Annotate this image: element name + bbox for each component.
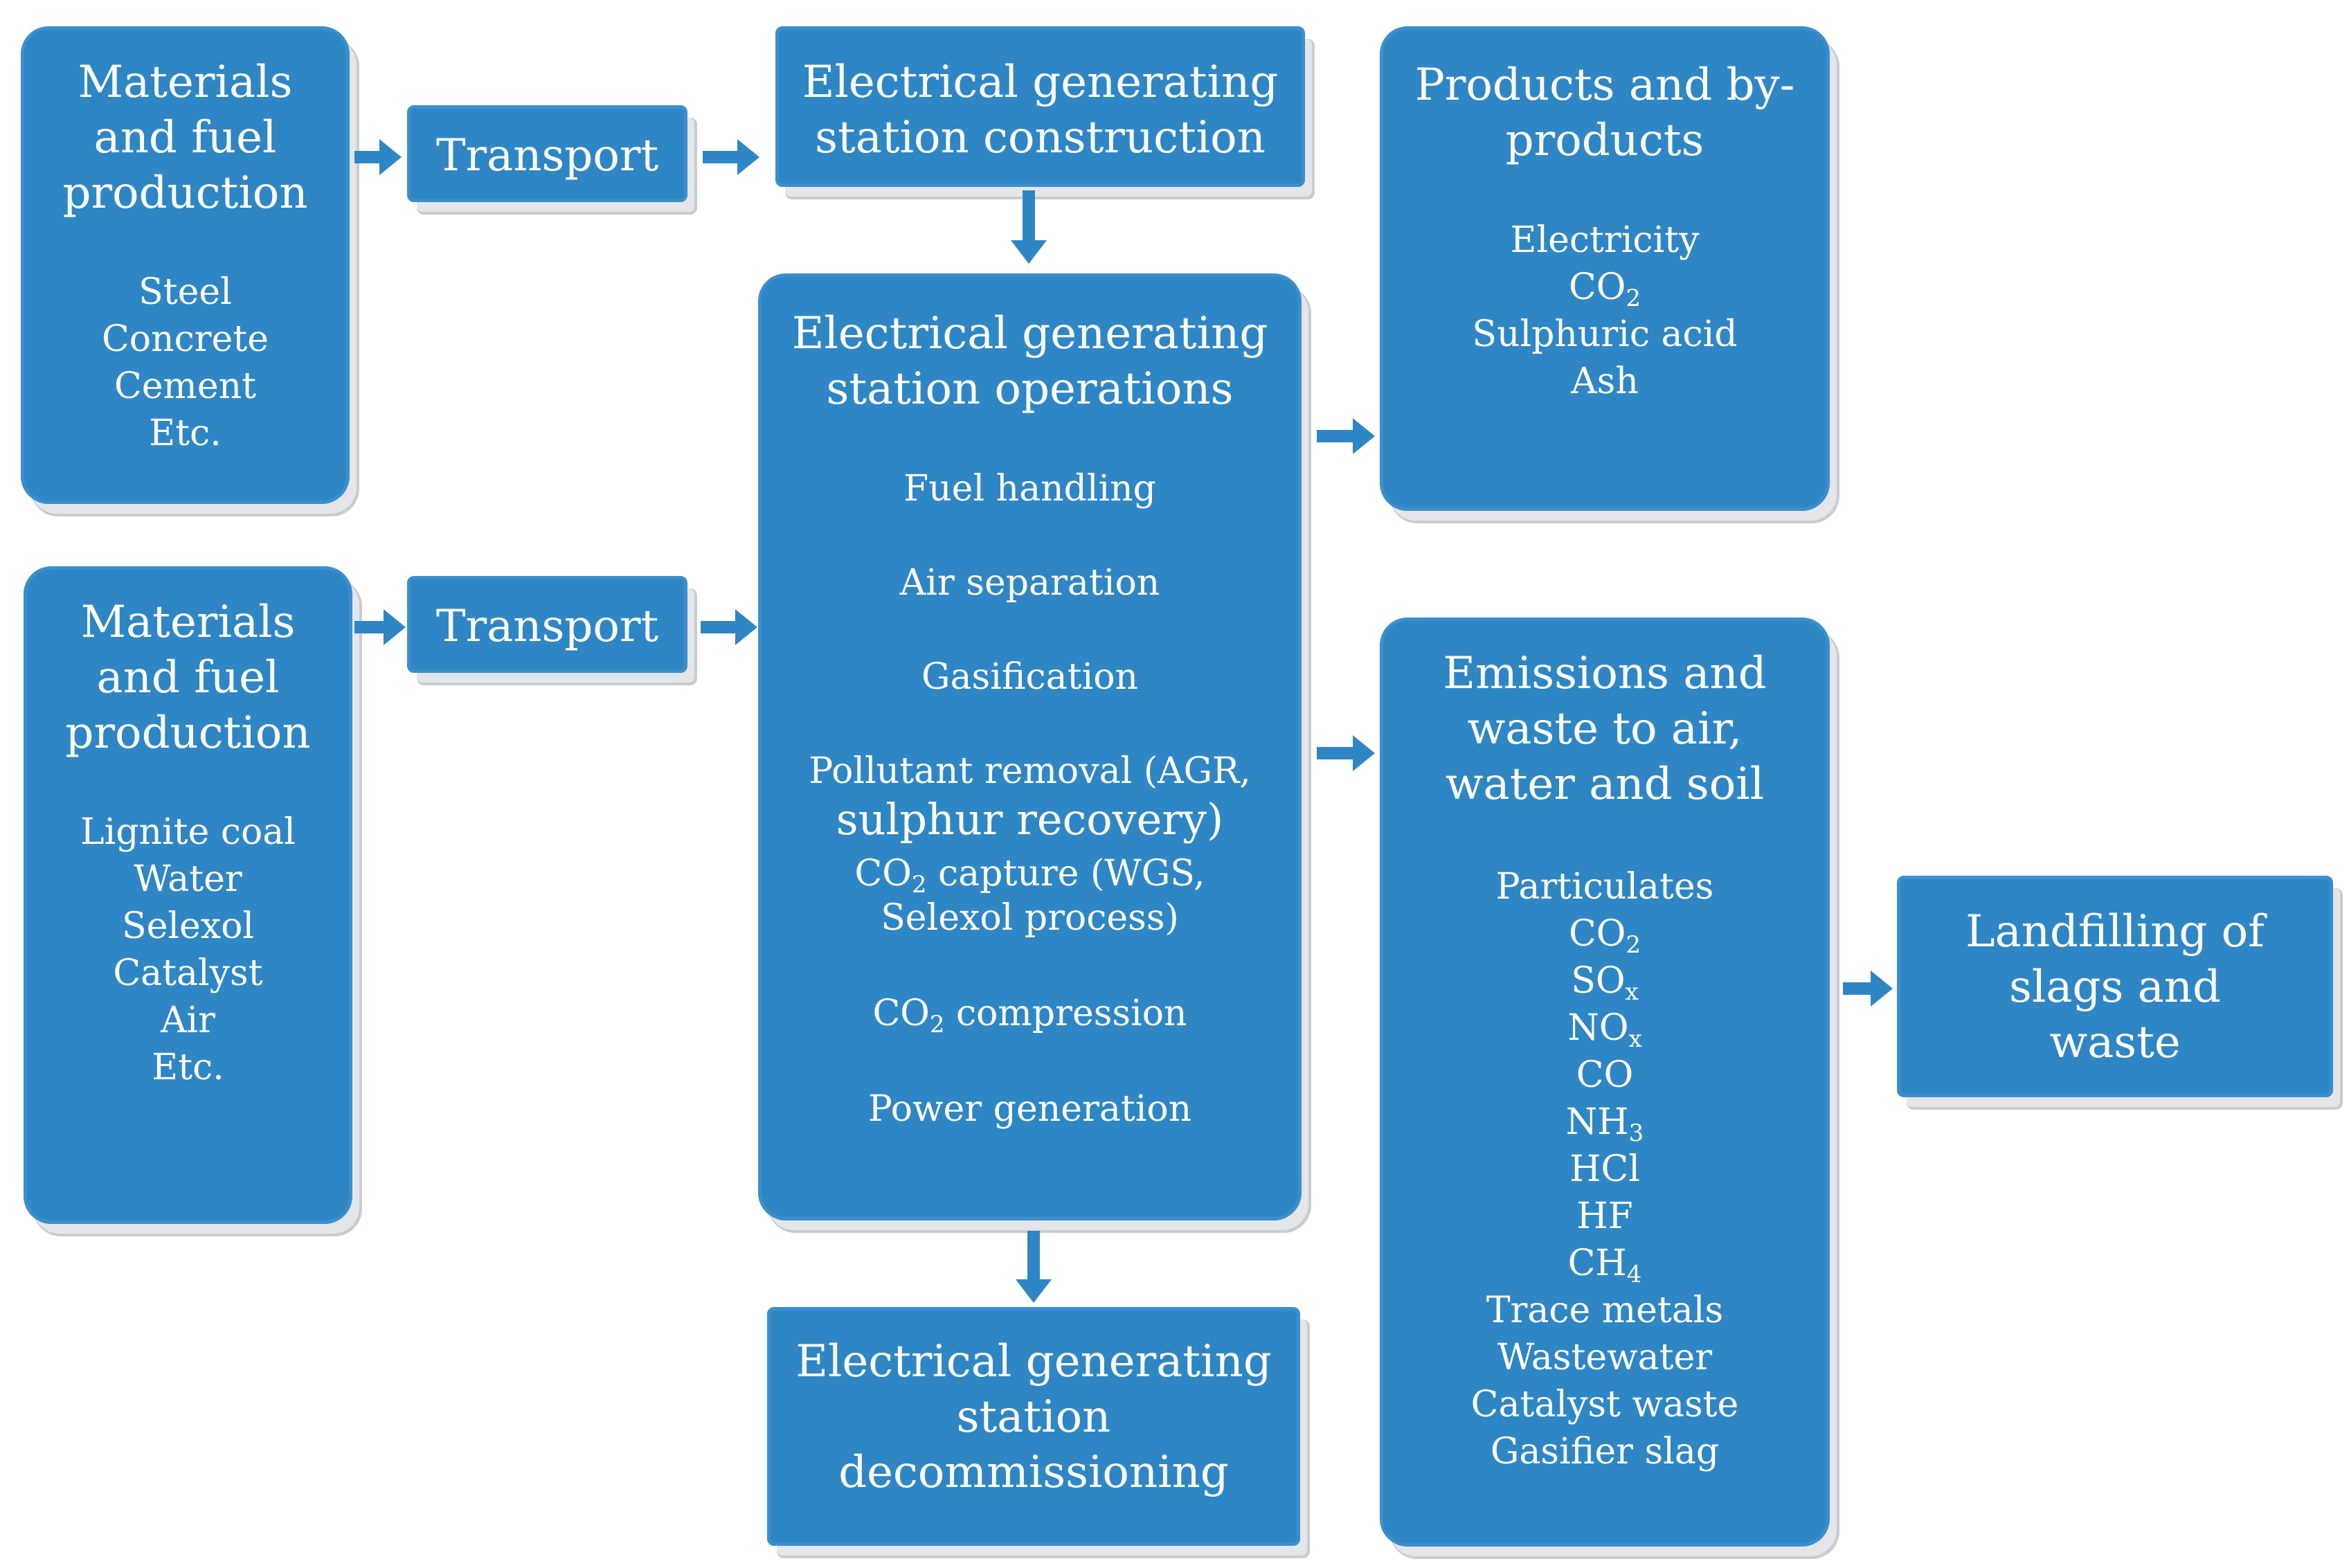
emissions-box: Emissions and waste to air, water and so…	[1380, 618, 1830, 1547]
list-item: CO	[1576, 1054, 1634, 1096]
products-title: Products and by- products	[1383, 57, 1826, 168]
arrow-right-icon	[1843, 971, 1893, 1007]
materials-top-box: Materials and fuel production Steel Conc…	[21, 26, 350, 504]
list-item: HF	[1576, 1196, 1633, 1237]
construction-box: Electrical generating station constructi…	[775, 26, 1305, 187]
landfilling-box: Landfilling of slags and waste	[1897, 876, 2333, 1097]
arrow-right-icon	[1317, 418, 1375, 454]
title-line: station operations	[826, 363, 1234, 415]
list-item: Ash	[1571, 361, 1639, 402]
list-item: Steel	[138, 271, 232, 313]
products-items: Electricity CO2 Sulphuric acid Ash	[1383, 217, 1826, 405]
list-item: Sulphuric acid	[1472, 314, 1738, 355]
operations-box: Electrical generating station operations…	[758, 273, 1302, 1220]
operation-item: Gasification	[921, 656, 1138, 698]
operation-item: sulphur recovery)	[836, 794, 1224, 845]
list-item: SOx	[1571, 960, 1639, 1006]
transport-top-box: Transport	[407, 105, 687, 202]
list-item: Catalyst waste	[1470, 1384, 1739, 1425]
landfilling-title: Landfilling of slags and waste	[1900, 904, 2330, 1070]
title-line: Materials	[78, 57, 293, 108]
title-line: products	[1505, 115, 1704, 166]
decommissioning-title: Electrical generating station decommissi…	[771, 1334, 1297, 1500]
title-line: Emissions and	[1443, 648, 1767, 699]
list-item: Water	[134, 858, 242, 900]
title-line: slags and	[2009, 962, 2221, 1013]
materials-bottom-box: Materials and fuel production Lignite co…	[24, 566, 352, 1224]
list-item: Selexol	[121, 905, 255, 947]
operation-item: Fuel handling	[903, 468, 1156, 510]
operation-item: CO2 compression	[872, 993, 1187, 1038]
title-line: station	[956, 1391, 1111, 1443]
operation-item: Selexol process)	[881, 897, 1179, 939]
list-item: NH3	[1565, 1101, 1644, 1147]
list-item: Concrete	[101, 318, 269, 360]
transport-bottom-label: Transport	[435, 601, 659, 652]
list-item: Air	[160, 1000, 216, 1041]
title-line: Products and by-	[1414, 60, 1795, 111]
operation-item: Pollutant removal (AGR,	[809, 750, 1251, 792]
title-line: Electrical generating	[795, 1336, 1272, 1387]
emissions-title: Emissions and waste to air, water and so…	[1383, 646, 1826, 812]
arrow-down-icon	[1016, 1231, 1052, 1303]
arrow-right-icon	[701, 609, 757, 645]
operations-title: Electrical generating station operations	[762, 306, 1298, 417]
operation-item: Air separation	[899, 562, 1160, 604]
arrow-down-icon	[1011, 190, 1047, 264]
arrow-right-icon	[354, 609, 406, 645]
title-line: waste to air,	[1467, 703, 1743, 755]
title-line: station construction	[815, 112, 1266, 163]
decommissioning-box: Electrical generating station decommissi…	[767, 1307, 1300, 1546]
list-item: CO2	[1568, 913, 1641, 959]
list-item: HCl	[1569, 1148, 1640, 1190]
products-box: Products and by- products Electricity CO…	[1380, 26, 1830, 511]
list-item: Lignite coal	[80, 811, 296, 853]
construction-title: Electrical generating station constructi…	[779, 55, 1302, 165]
title-line: decommissioning	[838, 1447, 1229, 1498]
title-line: Electrical generating	[791, 308, 1268, 359]
materials-top-title: Materials and fuel production	[24, 55, 346, 221]
title-line: water and soil	[1445, 759, 1765, 810]
list-item: Etc.	[149, 413, 222, 454]
list-item: NOx	[1567, 1007, 1642, 1053]
arrow-right-icon	[1317, 735, 1375, 771]
arrow-right-icon	[703, 139, 759, 175]
title-line: Materials	[80, 597, 296, 648]
title-line: Electrical generating	[802, 57, 1279, 108]
title-line: and fuel	[96, 652, 280, 703]
operation-item: CO2 capture (WGS,	[854, 853, 1205, 899]
transport-top-label: Transport	[435, 130, 659, 181]
list-item: Cement	[114, 366, 257, 407]
title-line: production	[65, 708, 311, 759]
transport-bottom-box: Transport	[407, 576, 687, 673]
list-item: Etc.	[152, 1047, 224, 1088]
title-line: and fuel	[93, 112, 277, 163]
title-line: production	[62, 168, 308, 219]
list-item: Electricity	[1510, 219, 1700, 261]
list-item: CH4	[1567, 1243, 1642, 1288]
list-item: Catalyst	[113, 953, 263, 994]
materials-bottom-title: Materials and fuel production	[27, 595, 349, 761]
list-item: Wastewater	[1497, 1337, 1713, 1378]
arrow-right-icon	[354, 139, 402, 175]
list-item: Trace metals	[1486, 1290, 1724, 1331]
list-item: Gasifier slag	[1490, 1431, 1720, 1472]
operation-item: Power generation	[867, 1088, 1192, 1130]
emissions-items: Particulates CO2 SOx NOx CO NH3 HCl HF C…	[1383, 863, 1826, 1475]
list-item: CO2	[1568, 267, 1641, 312]
materials-bottom-items: Lignite coal Water Selexol Catalyst Air …	[27, 809, 349, 1091]
title-line: waste	[2049, 1017, 2181, 1068]
list-item: Particulates	[1495, 866, 1714, 908]
title-line: Landfilling of	[1965, 906, 2265, 957]
materials-top-items: Steel Concrete Cement Etc.	[24, 269, 346, 457]
